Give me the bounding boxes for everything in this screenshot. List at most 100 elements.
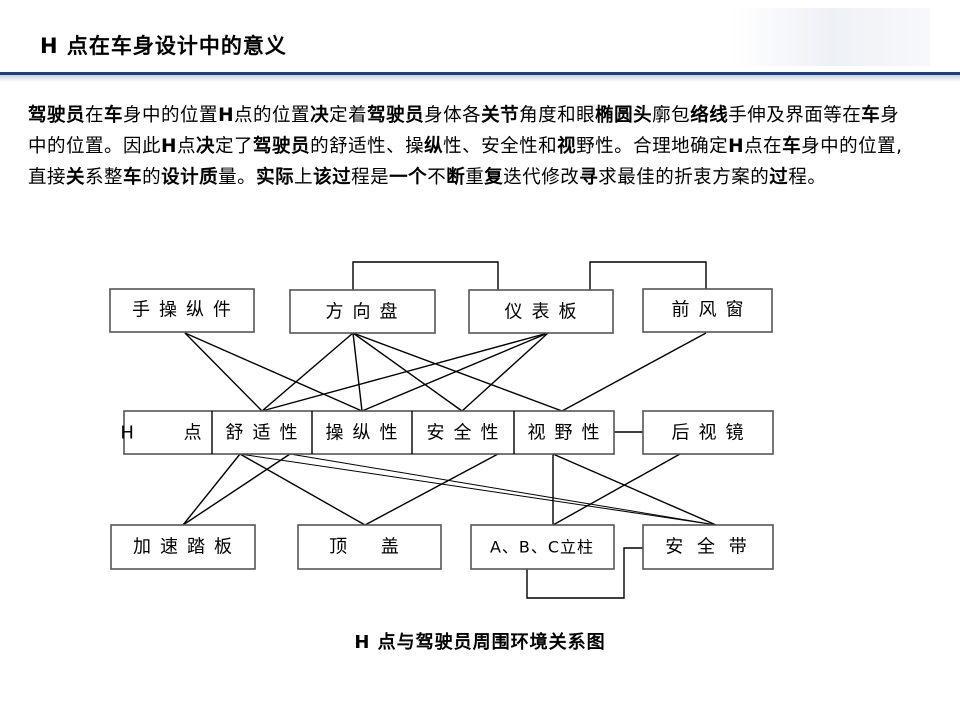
label-handling: 操纵性 xyxy=(326,423,407,444)
box-pillars xyxy=(470,524,615,570)
paragraph-run: 椭圆头 xyxy=(595,105,653,126)
paragraph-run: 过 xyxy=(769,167,789,188)
paragraph-run: 设计质 xyxy=(161,167,219,188)
body-paragraph: 驾驶员在车身中的位置H点的位置决定着驾驶员身体各关节角度和眼椭圆头廓包络线手伸及… xyxy=(28,100,908,193)
paragraph-run: 上 xyxy=(294,167,314,188)
paragraph-run: 视 xyxy=(557,136,577,157)
connector-handling-seatbelt xyxy=(289,453,717,526)
header-divider-shadow xyxy=(0,75,960,82)
connector-handling-pedal xyxy=(182,453,291,526)
paragraph-run: 野性。合理地确定 xyxy=(576,136,729,157)
paragraph-run: 驾驶员 xyxy=(253,136,311,157)
header-divider xyxy=(0,72,960,75)
box-accelerator-pedal xyxy=(110,524,256,570)
paragraph-run: 络线 xyxy=(690,105,729,126)
label-pillars: A、B、C立柱 xyxy=(490,538,594,557)
paragraph-run: 一个 xyxy=(389,167,428,188)
paragraph-run: 关 xyxy=(66,167,86,188)
label-hand-controls: 手操纵件 xyxy=(132,300,240,321)
diagram-caption: H 点与驾驶员周围环境关系图 xyxy=(354,632,606,653)
page-title: H 点在车身设计中的意义 xyxy=(40,34,287,58)
middle-row: H 点 舒适性 操纵性 安全性 视野性 后视镜 xyxy=(120,410,774,455)
connector-dashboard-safety xyxy=(461,332,549,412)
paragraph-run: 实际 xyxy=(256,167,295,188)
paragraph-run: 车 xyxy=(861,105,881,126)
connector-visibility-seatbelt xyxy=(552,453,717,526)
paragraph-run: 在 xyxy=(85,105,105,126)
connector-comfort-pedal xyxy=(182,453,241,526)
paragraph-run: 定了 xyxy=(215,136,254,157)
diagram-connectors xyxy=(182,261,717,599)
paragraph-run: 驾驶员 xyxy=(28,105,86,126)
paragraph-run: 的舒适性、操 xyxy=(310,136,425,157)
connector-safety-roof xyxy=(364,453,499,526)
paragraph-run: 的 xyxy=(142,167,162,188)
connector-comfort-roof xyxy=(239,453,366,526)
top-row: 手操纵件 方向盘 仪表板 前风窗 xyxy=(109,288,773,334)
connector-windshield-visibility xyxy=(561,332,707,412)
connector-controls-handling xyxy=(184,332,363,412)
paragraph-run: 车 xyxy=(782,136,802,157)
label-dashboard: 仪表板 xyxy=(505,302,586,323)
paragraph-run: 车 xyxy=(123,167,143,188)
paragraph-run: 求最佳的折衷方案的 xyxy=(598,167,770,188)
paragraph-run: 决 xyxy=(196,136,216,157)
paragraph-run: 点 xyxy=(177,136,197,157)
paragraph-run: 程是 xyxy=(351,167,390,188)
paragraph-run: 廓包 xyxy=(652,105,691,126)
connector-steering-handling xyxy=(352,332,363,412)
paragraph-run: 车 xyxy=(104,105,124,126)
label-windshield: 前风窗 xyxy=(672,300,753,321)
label-rearview-mirror: 后视镜 xyxy=(672,423,753,444)
paragraph-run: H xyxy=(728,136,745,157)
connector-dashboard-handling xyxy=(361,332,549,412)
paragraph-run: 身中的位置。因此 xyxy=(28,105,900,157)
box-windshield xyxy=(642,288,773,333)
box-dashboard xyxy=(468,289,614,334)
label-accelerator-pedal: 加速踏板 xyxy=(133,537,241,558)
paragraph-run: 性、安全性和 xyxy=(443,136,558,157)
paragraph-run: 量。 xyxy=(218,167,257,188)
bottom-row: 加速踏板 顶 盖 A、B、C立柱 安 全 带 xyxy=(110,524,774,570)
paragraph-run: 纵 xyxy=(424,136,444,157)
paragraph-run: 点在 xyxy=(744,136,783,157)
paragraph-run: 不 xyxy=(427,167,447,188)
connector-controls-comfort xyxy=(184,332,263,412)
connector-dashboard-comfort xyxy=(261,332,549,412)
connector-comfort-seatbelt xyxy=(239,453,717,526)
paragraph-run: 决 xyxy=(310,105,330,126)
paragraph-run: 程。 xyxy=(788,167,827,188)
label-h-point: H 点 xyxy=(120,423,223,444)
box-roof xyxy=(297,524,442,570)
header-decoration xyxy=(730,8,930,66)
label-visibility: 视野性 xyxy=(528,423,609,444)
connector-pillar-seatbelt xyxy=(526,547,643,599)
connector-steering-visibility xyxy=(352,332,563,412)
box-attributes-strip xyxy=(123,410,615,455)
paragraph-run: 重 xyxy=(465,167,485,188)
paragraph-run: 迭代修改 xyxy=(503,167,580,188)
paragraph-run: H xyxy=(218,105,235,126)
paragraph-run: 定着 xyxy=(329,105,368,126)
box-seatbelt xyxy=(642,524,774,570)
paragraph-run: 寻 xyxy=(579,167,599,188)
paragraph-run: 断 xyxy=(446,167,466,188)
label-safety: 安全性 xyxy=(427,423,508,444)
label-seatbelt: 安 全 带 xyxy=(665,537,750,558)
connector-mirror-pillar xyxy=(552,453,681,526)
connector-dashboard-windshield xyxy=(589,261,707,290)
label-roof: 顶 盖 xyxy=(329,537,413,558)
connector-steering-dashboard xyxy=(352,261,499,290)
label-comfort: 舒适性 xyxy=(226,423,307,444)
paragraph-run: 系整 xyxy=(85,167,124,188)
paragraph-run: 点的位置 xyxy=(234,105,311,126)
paragraph-run: 身中的位置 xyxy=(123,105,219,126)
paragraph-run: 身体各 xyxy=(424,105,482,126)
paragraph-run: 角度和眼 xyxy=(519,105,596,126)
paragraph-run: H xyxy=(161,136,177,157)
paragraph-run: 驾驶员 xyxy=(367,105,425,126)
connector-steering-comfort xyxy=(261,332,354,412)
label-steering-wheel: 方向盘 xyxy=(326,302,407,323)
paragraph-run: 关节 xyxy=(481,105,520,126)
